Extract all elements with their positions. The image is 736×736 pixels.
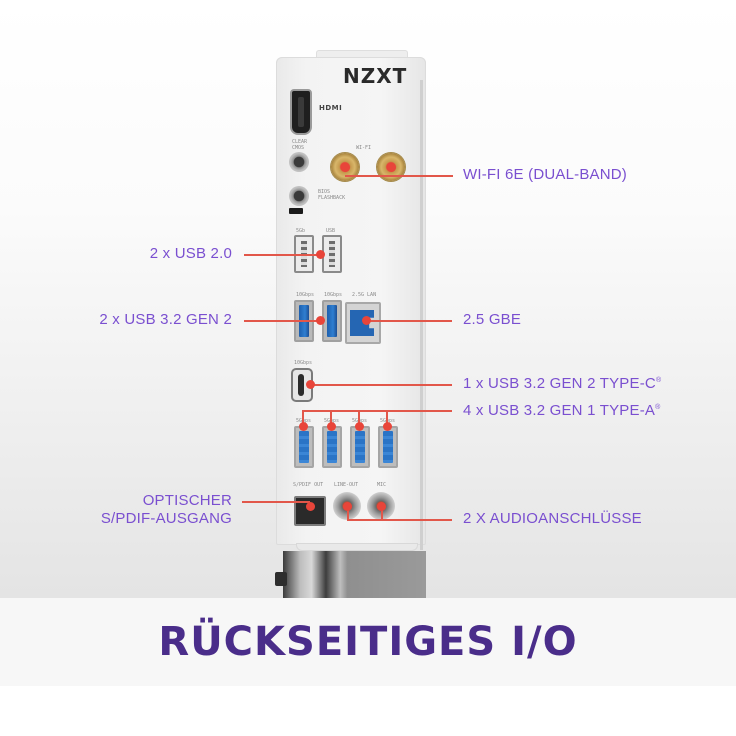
leader-lan [366, 320, 452, 322]
leader-usb32gen1-drop-1 [302, 410, 304, 426]
hdmi-logo: HDMI [319, 104, 343, 112]
marker-usb32gen1-4 [382, 421, 392, 431]
callout-spdif: OPTISCHER S/PDIF-AUSGANG [80, 492, 232, 528]
bios-flashback-button [289, 186, 309, 206]
leader-audio-drop-2 [381, 506, 383, 519]
usb32gen1-marking-4: 5Gbps [380, 418, 396, 424]
callout-typec: 1 x USB 3.2 GEN 2 TYPE-C® [463, 375, 661, 392]
usb32gen2-marking-left: 10Gbps [296, 292, 315, 298]
clear-cmos-label: CLEAR CMOS [292, 139, 308, 151]
marker-lan [361, 315, 371, 325]
callout-spdif-line1: OPTISCHER [142, 492, 232, 509]
marker-typec [305, 379, 315, 389]
spdif-marking: S/PDIF OUT [293, 482, 324, 488]
usb32gen1-port-3 [350, 426, 370, 468]
product-stage: NZXT HDMI CLEAR CMOS BIOS FLASHBACK WI-F… [0, 0, 736, 598]
callout-usb32gen1-mark: ® [655, 404, 661, 411]
marker-wifi-2 [386, 162, 396, 172]
marker-usb32gen1-1 [298, 421, 308, 431]
typec-marking: 10Gbps [294, 360, 313, 366]
usb2-marking-right: USB [326, 228, 336, 234]
leader-audio-drop-1 [347, 506, 349, 519]
usb32gen1-port-4 [378, 426, 398, 468]
callout-usb32gen1-text: 4 x USB 3.2 GEN 1 TYPE-A [463, 402, 656, 419]
hdmi-port [290, 89, 312, 135]
marker-usb32gen1-2 [326, 421, 336, 431]
title-banner: RÜCKSEITIGES I/O [0, 598, 736, 686]
callout-spdif-line2: S/PDIF-AUSGANG [100, 510, 232, 527]
callout-lan: 2.5 GBE [463, 311, 522, 328]
line-out-marking: LINE-OUT [334, 482, 359, 488]
lan-marking: 2.5G LAN [352, 292, 377, 298]
mic-marking: MIC [377, 482, 387, 488]
callout-audio: 2 X AUDIOANSCHLÜSSE [463, 510, 642, 527]
callout-usb32gen1: 4 x USB 3.2 GEN 1 TYPE-A® [463, 402, 660, 419]
marker-wifi-1 [340, 162, 350, 172]
leader-usb32gen1-drop-2 [330, 410, 332, 426]
usb32gen1-marking-2: 5Gbps [324, 418, 340, 424]
bracket-hook [275, 572, 287, 586]
usb32gen1-marking-3: 5Gbps [352, 418, 368, 424]
marker-mic [376, 501, 386, 511]
page-title: RÜCKSEITIGES I/O [158, 619, 578, 665]
marker-usb32gen2 [315, 315, 325, 325]
usb32gen2-port-2 [322, 300, 342, 342]
leader-audio [347, 519, 452, 521]
panel-top-tab [316, 50, 408, 59]
bios-flashback-label: BIOS FLASHBACK [318, 189, 346, 201]
brand-logo: NZXT [343, 64, 408, 88]
leader-typec [310, 384, 452, 386]
usb2-port-2 [322, 235, 342, 273]
callout-typec-mark: ® [655, 377, 662, 384]
mounting-bracket [283, 551, 426, 598]
usb2-marking-left: 5Gb [296, 228, 306, 234]
marker-usb20 [315, 249, 325, 259]
callout-typec-text: 1 x USB 3.2 GEN 2 TYPE-C [463, 375, 656, 392]
callout-usb32gen2: 2 x USB 3.2 GEN 2 [99, 311, 232, 328]
marker-usb32gen1-3 [354, 421, 364, 431]
usb32gen2-marking-right: 10Gbps [324, 292, 343, 298]
wifi-marking: WI-FI [356, 145, 372, 151]
panel-bottom-lip [296, 543, 418, 551]
panel-side-rail [420, 80, 423, 550]
callout-usb20: 2 x USB 2.0 [149, 245, 232, 262]
leader-wifi [345, 175, 453, 177]
clear-cmos-button [289, 152, 309, 172]
usb32gen1-port-2 [322, 426, 342, 468]
leader-usb32gen1-drop-4 [386, 410, 388, 426]
marker-line-out [342, 501, 352, 511]
leader-spdif [242, 501, 310, 503]
marker-spdif [305, 501, 315, 511]
leader-usb32gen1-bus [302, 410, 452, 412]
leader-usb32gen1-drop-3 [358, 410, 360, 426]
usb32gen1-port-1 [294, 426, 314, 468]
usb32gen1-marking-1: 5Gbps [296, 418, 312, 424]
callout-wifi: WI-FI 6E (DUAL-BAND) [463, 166, 628, 183]
leader-usb20 [244, 254, 320, 256]
status-led [289, 208, 303, 214]
leader-usb32gen2 [244, 320, 320, 322]
